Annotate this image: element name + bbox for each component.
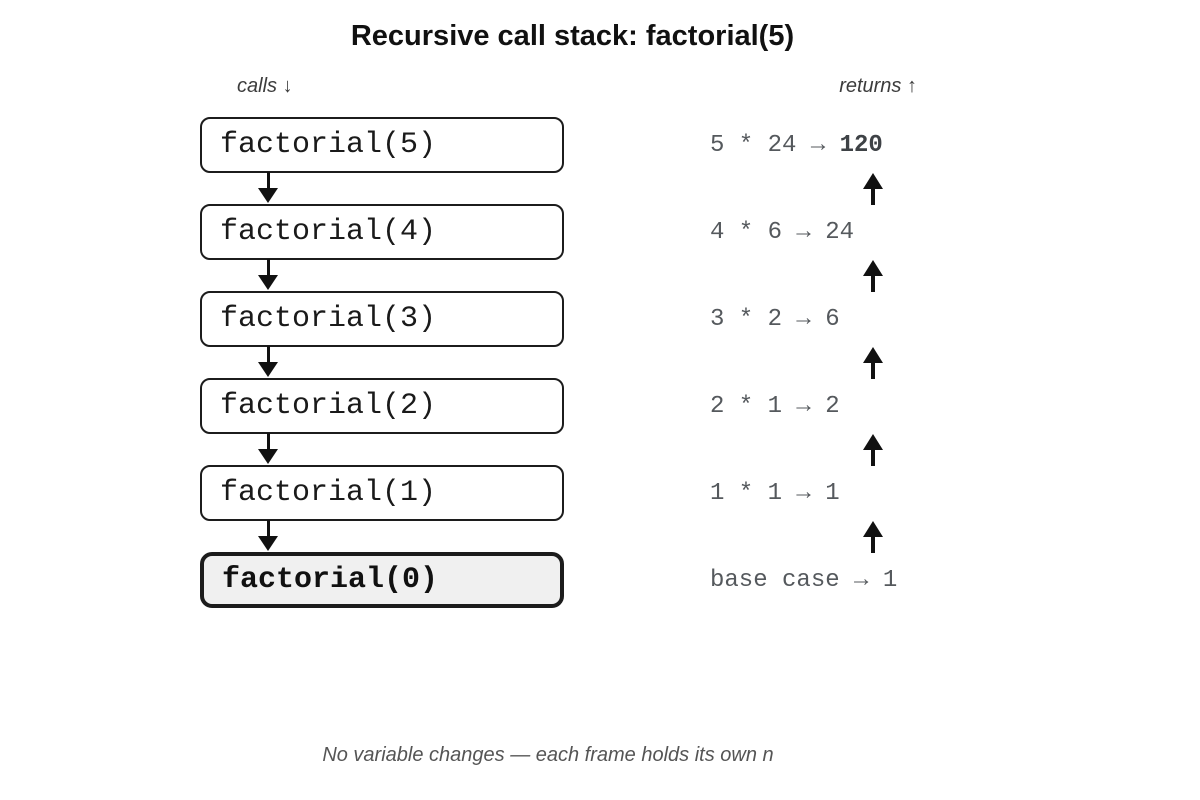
- return-result-text: 1: [825, 479, 840, 507]
- stack-frame-label: factorial(2): [220, 389, 437, 423]
- stack-frame-label: factorial(0): [222, 563, 439, 597]
- stack-frame-label: factorial(3): [220, 302, 437, 336]
- return-result-text: 6: [825, 305, 840, 333]
- return-arrow-up-icon: [863, 260, 883, 292]
- returns-column-label: returns ↑: [839, 75, 917, 97]
- stack-frame-label: factorial(1): [220, 476, 437, 510]
- return-expr-text: 4 * 6 →: [710, 218, 826, 246]
- return-expr-text: 5 * 24 →: [710, 131, 840, 159]
- stack-frame-box: factorial(2): [200, 378, 564, 434]
- return-result-text: 2: [825, 392, 840, 420]
- call-arrow-down-icon: [258, 520, 278, 552]
- return-result-text: 24: [825, 218, 855, 246]
- call-arrow-down-icon: [258, 259, 278, 291]
- return-expression: base case → 1: [710, 552, 897, 608]
- return-expr-text: 1 * 1 →: [710, 479, 826, 507]
- base-case-frame-box: factorial(0): [200, 552, 564, 608]
- call-arrow-down-icon: [258, 346, 278, 378]
- return-expr-text: base case →: [710, 566, 883, 594]
- return-expression: 4 * 6 → 24: [710, 204, 854, 260]
- return-expr-text: 3 * 2 →: [710, 305, 826, 333]
- stack-frame-box: factorial(1): [200, 465, 564, 521]
- stack-frame-label: factorial(4): [220, 215, 437, 249]
- call-arrow-down-icon: [258, 433, 278, 465]
- return-result-text: 1: [882, 566, 898, 594]
- calls-column-label: calls ↓: [237, 75, 293, 97]
- return-expr-text: 2 * 1 →: [710, 392, 826, 420]
- stack-frame-box: factorial(5): [200, 117, 564, 173]
- return-arrow-up-icon: [863, 347, 883, 379]
- return-arrow-up-icon: [863, 434, 883, 466]
- call-arrow-down-icon: [258, 172, 278, 204]
- return-expression: 5 * 24 → 120: [710, 117, 883, 173]
- return-expression: 1 * 1 → 1: [710, 465, 840, 521]
- stack-frame-box: factorial(3): [200, 291, 564, 347]
- return-arrow-up-icon: [863, 173, 883, 205]
- return-result-text: 120: [839, 131, 883, 159]
- stack-frame-box: factorial(4): [200, 204, 564, 260]
- return-expression: 3 * 2 → 6: [710, 291, 840, 347]
- return-expression: 2 * 1 → 2: [710, 378, 840, 434]
- return-arrow-up-icon: [863, 521, 883, 553]
- page-title: Recursive call stack: factorial(5): [350, 20, 795, 52]
- stack-frame-label: factorial(5): [220, 128, 437, 162]
- footer-note: No variable changes — each frame holds i…: [322, 744, 774, 766]
